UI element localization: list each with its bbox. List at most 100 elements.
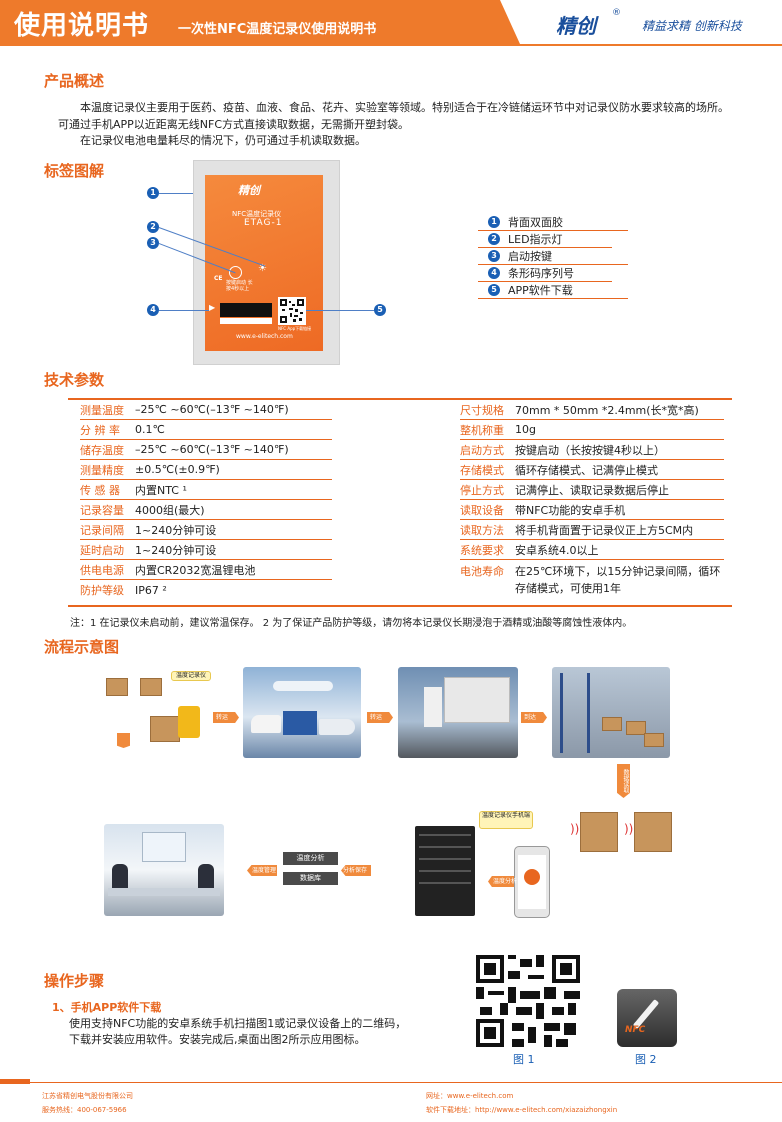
- spec-table-bottom-rule: [68, 605, 732, 607]
- spec-key: 系统要求: [460, 543, 504, 557]
- spec-key: 延时启动: [80, 543, 124, 557]
- steps-heading: 操作步骤: [44, 972, 105, 990]
- flow-arrow: 到达: [521, 712, 547, 723]
- legend-num: 2: [488, 233, 500, 245]
- figure-1-caption: 图 1: [513, 1053, 535, 1066]
- forklift-icon: [178, 706, 200, 738]
- legend-item: 1 背面双面胶: [478, 214, 628, 231]
- callout-1: 1: [147, 187, 159, 199]
- legend-label: APP软件下载: [508, 284, 573, 297]
- spec-value: 0.1℃: [135, 423, 165, 436]
- spec-key: 储存温度: [80, 443, 124, 457]
- spec-value: 4000组(最大): [135, 503, 205, 517]
- barcode-serial: [220, 318, 272, 324]
- spec-note: 注：1 在记录仪未启动前，建议常温保存。 2 为了保证产品防护等级，请勿将本记录…: [70, 618, 633, 629]
- warehouse-illustration: [552, 667, 670, 758]
- legend-num: 4: [488, 267, 500, 279]
- spec-value: 内置CR2032宽温锂电池: [135, 563, 256, 577]
- header-divider: [0, 44, 782, 46]
- box: [602, 717, 622, 731]
- train-icon: [251, 715, 281, 733]
- database-box: 数据库: [283, 872, 338, 885]
- spec-row: 记录间隔 1~240分钟可设: [80, 520, 332, 540]
- spec-key: 记录容量: [80, 503, 124, 517]
- download-qr-icon[interactable]: [476, 955, 580, 1047]
- spec-key: 测量温度: [80, 403, 124, 417]
- led-icon: ☀: [258, 263, 267, 274]
- temp-analysis-box: 温度分析: [283, 852, 338, 865]
- person-icon: [112, 864, 128, 890]
- footer-download-link[interactable]: 软件下载地址：http://www.e-elitech.com/xiazaizh…: [426, 1106, 618, 1114]
- spec-value: –25℃ ~60℃(–13℉ ~140℉): [135, 403, 289, 416]
- overview-line-2: 可通过手机APP以近距离无线NFC方式直接读取数据，无需撕开塑封袋。: [58, 118, 410, 131]
- box: [644, 733, 664, 747]
- app-row: [419, 858, 471, 860]
- footer-hotline: 服务热线：400-067-5966: [42, 1106, 127, 1114]
- spec-row: 整机称重 10g: [460, 420, 724, 440]
- footer-accent: [0, 1079, 30, 1084]
- app-row: [419, 870, 471, 872]
- label-diagram-heading: 标签图解: [44, 162, 105, 180]
- figure-2-caption: 图 2: [635, 1053, 657, 1066]
- box: [150, 716, 180, 742]
- callout-line-4: [159, 310, 209, 311]
- legend-label: 条形码序列号: [508, 267, 574, 280]
- spec-key: 尺寸规格: [460, 403, 504, 417]
- legend-item: 3 启动按键: [478, 248, 628, 265]
- app-row: [419, 882, 471, 884]
- truck-icon: [283, 711, 317, 735]
- spec-key: 启动方式: [460, 443, 504, 457]
- spec-row: 测量精度±0.5℃(±0.9℉): [80, 460, 332, 480]
- flow-arrow-label: 温度管理: [252, 867, 277, 874]
- phone-callout: 温度记录仪手机端: [479, 811, 533, 829]
- spec-key: 读取方法: [460, 523, 504, 537]
- callout-3: 3: [147, 237, 159, 249]
- spec-key: 记录间隔: [80, 523, 124, 537]
- footer-website[interactable]: 网址：www.e-elitech.com: [426, 1092, 514, 1100]
- rack-icon: [560, 673, 590, 753]
- phone-screen: [518, 855, 546, 909]
- callout-2: 2: [147, 221, 159, 233]
- start-button-icon: [229, 266, 242, 279]
- spec-table-left: 测量温度 –25℃ ~60℃(–13℉ ~140℉) 分 辨 率 0.1℃ 储存温度…: [80, 400, 332, 600]
- spec-key: 分 辨 率: [80, 423, 120, 437]
- flow-arrow-label: 温度分析: [493, 878, 518, 885]
- spec-value: 记满停止、读取记录数据后停止: [515, 483, 669, 497]
- legend-num: 1: [488, 216, 500, 228]
- spec-value: 1~240分钟可设: [135, 523, 217, 537]
- legend-num: 3: [488, 250, 500, 262]
- nfc-app-icon[interactable]: NFC: [617, 989, 677, 1047]
- legend-label: LED指示灯: [508, 233, 563, 246]
- spec-value: 安卓系统4.0以上: [515, 543, 599, 557]
- spec-value: 10g: [515, 423, 536, 436]
- spec-value: 循环存储模式、记满停止模式: [515, 463, 658, 477]
- spec-value: ±0.5℃(±0.9℉): [135, 463, 220, 476]
- tag-button-text: 按键启动 长按4秒以上: [226, 280, 253, 292]
- footer-divider: [30, 1082, 782, 1083]
- tag-brand: 精创: [238, 184, 260, 197]
- spec-row: 记录容量 4000组(最大): [80, 500, 332, 520]
- app-row: [419, 846, 471, 848]
- footer-company: 江苏省精创电气股份有限公司: [42, 1092, 133, 1100]
- overview-line-3: 在记录仪电池电量耗尽的情况下，仍可通过手机读取数据。: [80, 134, 366, 147]
- page-title: 使用说明书: [14, 11, 150, 41]
- truck-trailer-icon: [444, 677, 510, 723]
- flow-arrow: 转运: [367, 712, 393, 723]
- step1-line-1: 使用支持NFC功能的安卓系统手机扫描图1或记录仪设备上的二维码，: [69, 1017, 407, 1030]
- registered-mark: ®: [612, 8, 621, 18]
- truck-illustration: [398, 667, 518, 758]
- ship-icon: [319, 719, 355, 735]
- tag-model: ETAG-1: [244, 218, 283, 228]
- tag-app-text: NFC App下载链接: [278, 326, 312, 331]
- spec-row: 供电电源内置CR2032宽温锂电池: [80, 560, 332, 580]
- legend-label: 背面双面胶: [508, 216, 563, 229]
- callout-4: 4: [147, 304, 159, 316]
- flow-down-arrow: 数据读取: [617, 764, 630, 798]
- spec-row: 测量温度 –25℃ ~60℃(–13℉ ~140℉): [80, 400, 332, 420]
- spec-value: 带NFC功能的安卓手机: [515, 503, 626, 517]
- legend-item: 2 LED指示灯: [478, 231, 612, 248]
- spec-key: 整机称重: [460, 423, 504, 437]
- legend-item: 4 条形码序列号: [478, 265, 612, 282]
- tag-callout: 温度记录仪: [171, 671, 211, 681]
